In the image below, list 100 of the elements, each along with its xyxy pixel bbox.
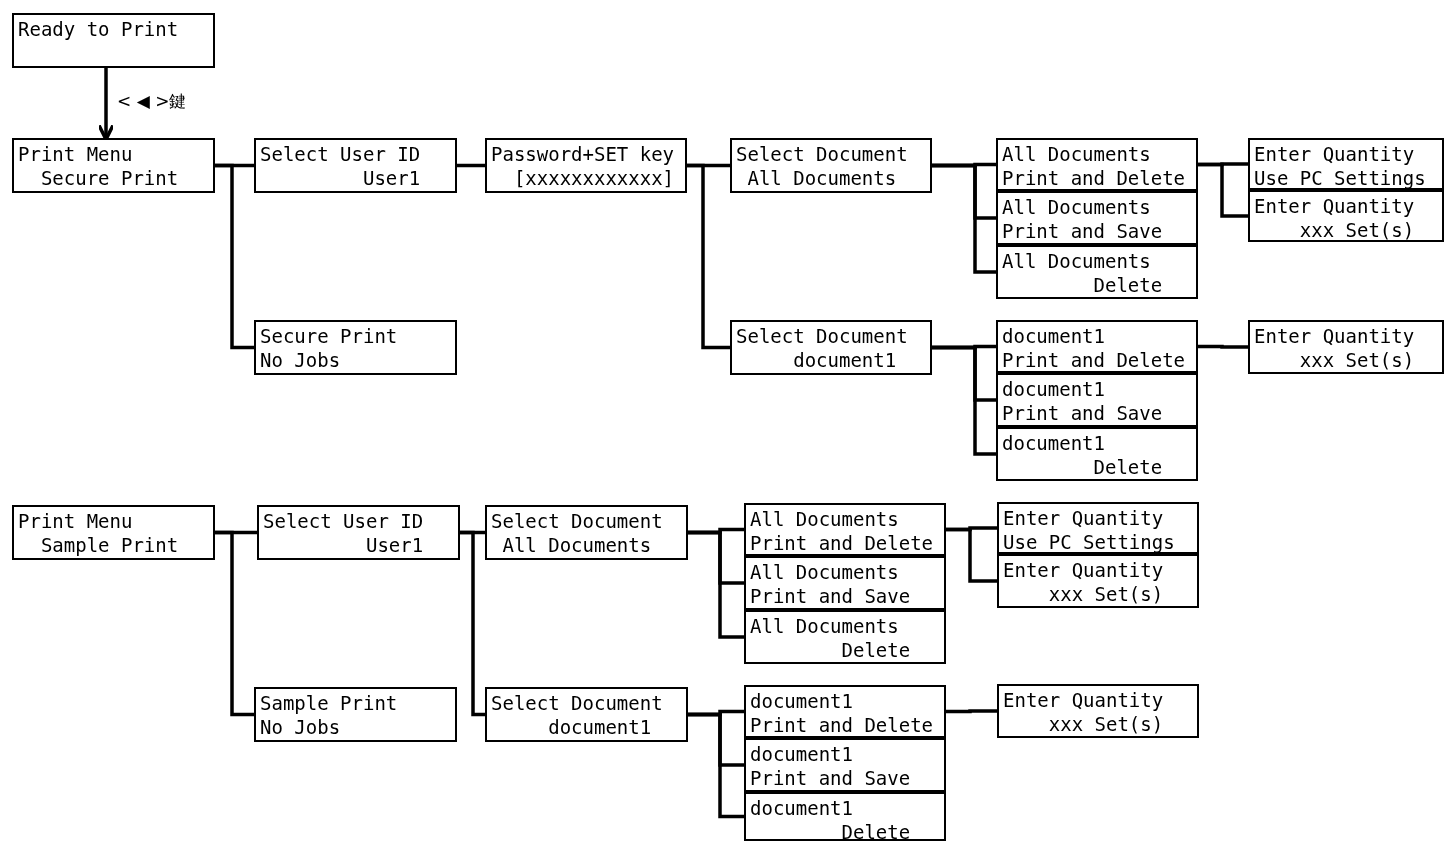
menu-box: [744, 685, 946, 738]
menu-box: [730, 138, 932, 193]
menu-text: Password+SET key: [491, 142, 675, 166]
menu-box: [744, 610, 946, 664]
connector-line: [1198, 162, 1248, 218]
menu-text: document1: [750, 796, 853, 820]
menu-text: Use PC Settings: [1003, 530, 1175, 554]
menu-text: Sample Print: [40, 533, 179, 557]
menu-text: Enter Quantity: [1254, 142, 1415, 166]
menu-text: Sample Print: [260, 691, 398, 715]
menu-text: All Documents: [747, 166, 897, 190]
menu-text: [xxxxxxxxxxxx]: [513, 166, 675, 190]
menu-box: [254, 320, 457, 375]
menu-text: All Documents: [1002, 249, 1151, 273]
menu-box: [997, 554, 1199, 608]
menu-text: xxx Set(s): [1048, 712, 1164, 736]
menu-text: Enter Quantity: [1003, 506, 1164, 530]
menu-text: Delete: [841, 638, 911, 662]
menu-text: All Documents: [1002, 142, 1151, 166]
menu-text: Secure Print: [40, 166, 179, 190]
menu-box: [1248, 138, 1444, 190]
connector-line: [215, 163, 254, 350]
connector-line: [687, 163, 730, 350]
menu-text: No Jobs: [260, 348, 341, 372]
menu-box: [744, 503, 946, 556]
menu-box: [744, 556, 946, 610]
menu-text: Print and Delete: [750, 531, 934, 555]
connector-line: [946, 527, 997, 583]
connector-line: [932, 163, 996, 274]
menu-text: All Documents: [502, 533, 652, 557]
menu-box: [485, 505, 688, 560]
menu-text: Print Menu: [18, 142, 133, 166]
menu-box: [997, 502, 1199, 554]
menu-box: [485, 138, 687, 193]
menu-text: Delete: [1093, 455, 1163, 479]
menu-text: Select User ID: [263, 509, 424, 533]
menu-text: User1: [362, 166, 421, 190]
connector-line: [932, 345, 996, 456]
menu-box: [12, 13, 215, 68]
menu-text: Select Document: [491, 691, 663, 715]
menu-box: [12, 505, 215, 560]
menu-box: [744, 738, 946, 792]
menu-box: [254, 138, 457, 193]
connector-line: [215, 530, 254, 717]
menu-text: document1: [1002, 431, 1105, 455]
menu-text: All Documents: [750, 560, 899, 584]
menu-box: [254, 687, 457, 742]
connector-line: [688, 712, 744, 819]
connector-line: [457, 163, 485, 168]
menu-box: [996, 320, 1198, 373]
menu-text: document1: [750, 742, 853, 766]
menu-text: All Documents: [1002, 195, 1151, 219]
menu-box: [996, 373, 1198, 427]
menu-box: [996, 138, 1198, 191]
menu-text: Select Document: [736, 142, 908, 166]
menu-text: Enter Quantity: [1254, 324, 1415, 348]
menu-text: document1: [1002, 324, 1105, 348]
menu-box: [996, 191, 1198, 245]
menu-text: Delete: [841, 820, 911, 842]
menu-text: Print and Save: [1002, 401, 1163, 425]
menu-box: [997, 684, 1199, 738]
menu-text: Select Document: [491, 509, 663, 533]
menu-text: Ready to Print: [18, 17, 179, 41]
menu-box: [744, 792, 946, 841]
menu-text: document1: [750, 689, 853, 713]
menu-text: Print and Delete: [1002, 166, 1186, 190]
menu-text: Print and Delete: [1002, 348, 1186, 372]
menu-box: [12, 138, 215, 193]
menu-text: Print and Delete: [750, 713, 934, 737]
menu-text: document1: [548, 715, 652, 739]
menu-box: [1248, 320, 1444, 374]
menu-text: Select User ID: [260, 142, 421, 166]
menu-text: Select Document: [736, 324, 908, 348]
menu-text: Enter Quantity: [1003, 558, 1164, 582]
menu-text: Print and Save: [750, 584, 911, 608]
connector-line: [688, 530, 744, 639]
menu-text: Print and Save: [1002, 219, 1163, 243]
menu-text: User1: [365, 533, 424, 557]
menu-text: xxx Set(s): [1048, 582, 1164, 606]
menu-text: xxx Set(s): [1299, 218, 1415, 242]
menu-box: [996, 427, 1198, 481]
menu-text: Secure Print: [260, 324, 398, 348]
menu-text: xxx Set(s): [1299, 348, 1415, 372]
menu-text: document1: [793, 348, 897, 372]
connector-line: [1198, 344, 1248, 349]
menu-box: [730, 320, 932, 375]
menu-box: [1248, 190, 1444, 242]
connector-line: [946, 709, 997, 714]
menu-text: Print and Save: [750, 766, 911, 790]
menu-text: All Documents: [750, 507, 899, 531]
menu-text: Enter Quantity: [1003, 688, 1164, 712]
menu-text: Use PC Settings: [1254, 166, 1426, 190]
menu-text: Enter Quantity: [1254, 194, 1415, 218]
menu-text: All Documents: [750, 614, 899, 638]
connector-line: [460, 530, 485, 717]
menu-text: Print Menu: [18, 509, 133, 533]
menu-text: document1: [1002, 377, 1105, 401]
menu-box: [257, 505, 460, 560]
menu-box: [485, 687, 688, 742]
menu-text: No Jobs: [260, 715, 341, 739]
